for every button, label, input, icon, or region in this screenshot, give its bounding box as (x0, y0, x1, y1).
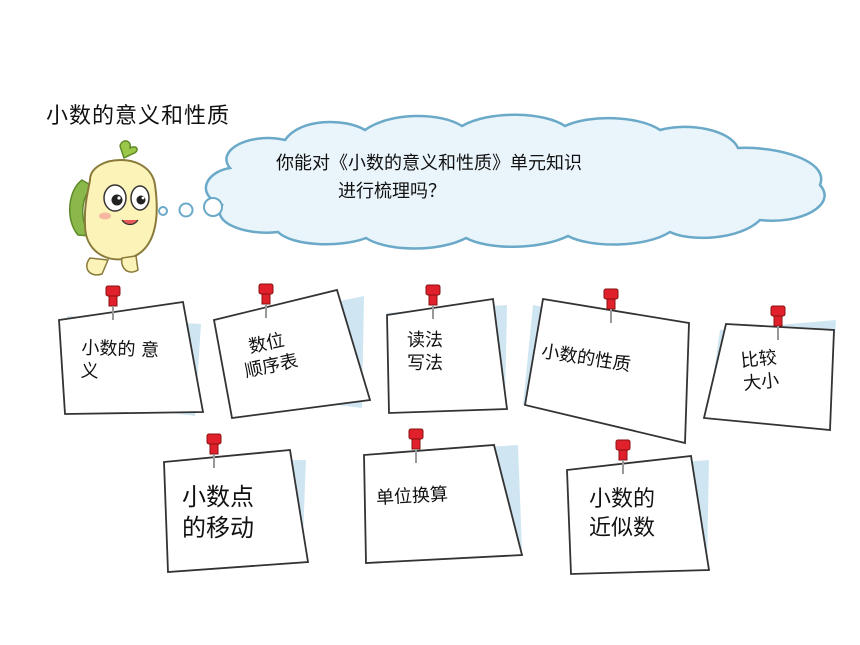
note-label-line: 义 (80, 361, 99, 383)
note-paper (58, 300, 205, 416)
note-label-line: 小数的 意 (81, 337, 160, 362)
note-paper (386, 297, 509, 414)
push-pin-icon (206, 433, 222, 468)
note-label-line: 小数的 (589, 487, 656, 512)
page-title: 小数的意义和性质 (46, 104, 231, 129)
note-label-line: 大小 (742, 370, 781, 396)
note-card[interactable]: 比较 大小 (700, 300, 840, 435)
push-pin-icon (258, 283, 274, 318)
push-pin-icon (603, 288, 619, 323)
note-card[interactable]: 单位换算 (358, 425, 528, 570)
note-paper (363, 444, 524, 564)
push-pin-icon (105, 285, 121, 320)
note-label-line: 近似数 (589, 515, 656, 541)
push-pin-icon (425, 284, 441, 319)
note-card[interactable]: 数位 顺序表 (212, 280, 372, 430)
note-label-line: 读法 (407, 330, 443, 351)
note-card[interactable]: 小数的 意 义 (55, 285, 205, 425)
note-paper (212, 288, 372, 420)
speech-line-2: 进行梳理吗？ (338, 181, 446, 202)
note-label-line: 写法 (407, 353, 443, 375)
speech-text: 你能对《小数的意义和性质》单元知识 进行梳理吗？ (276, 150, 582, 206)
mascot-character (68, 140, 158, 276)
push-pin-icon (615, 439, 631, 474)
note-paper (702, 320, 836, 431)
note-label-line: 小数点 (182, 483, 254, 511)
note-card[interactable]: 小数点 的移动 (160, 432, 310, 577)
note-card[interactable]: 小数的 近似数 (563, 436, 713, 581)
note-label-line: 的移动 (182, 514, 254, 543)
note-paper (523, 297, 690, 445)
speech-line-1: 你能对《小数的意义和性质》单元知识 (276, 153, 582, 174)
note-card[interactable]: 读法 写法 (383, 284, 513, 420)
note-card[interactable]: 小数的性质 (513, 285, 693, 445)
note-paper (163, 449, 310, 573)
push-pin-icon (408, 428, 424, 463)
note-label-line: 单位换算 (375, 484, 449, 509)
note-paper (566, 455, 711, 575)
push-pin-icon (770, 305, 786, 340)
